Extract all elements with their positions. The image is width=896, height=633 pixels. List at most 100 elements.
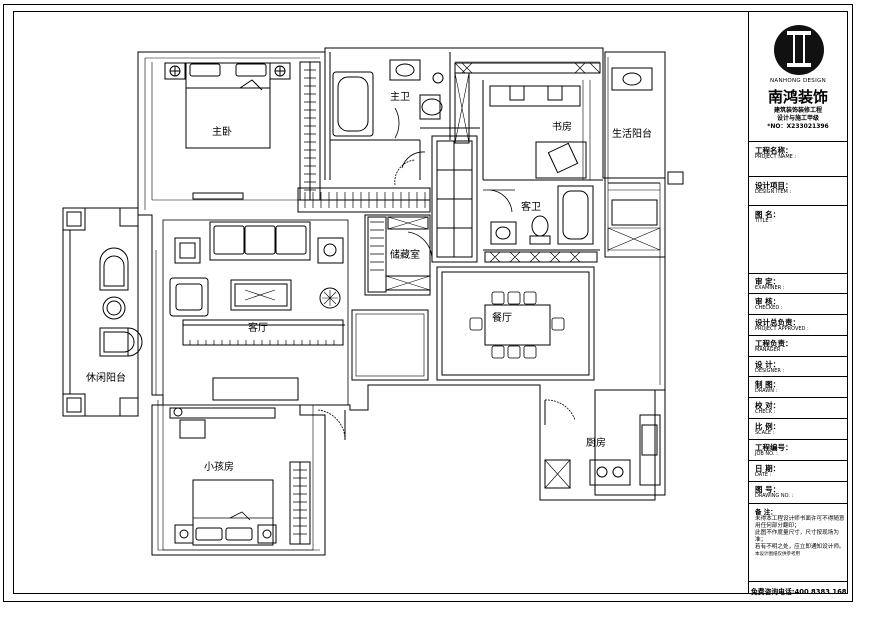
field-check-en: CHECK : <box>755 409 776 415</box>
outer-wall-inner-line <box>144 57 661 551</box>
guest-toilet <box>531 215 549 237</box>
tv-cabinet-master <box>192 192 244 200</box>
dining-chair <box>523 345 537 359</box>
study-desk <box>489 85 581 107</box>
living-sofa <box>209 221 311 261</box>
kids-room-wall <box>162 404 314 551</box>
armchair <box>547 142 579 174</box>
room-label-leisure-balcony: 休闲阳台 <box>86 371 126 384</box>
living-armchair <box>169 277 209 317</box>
study-cabinet <box>535 141 587 179</box>
washing-machine <box>611 199 658 226</box>
storage-room-wall <box>364 214 431 296</box>
service-balcony-wall <box>604 51 666 258</box>
study-chair <box>509 85 525 101</box>
room-label-dining-room: 餐厅 <box>492 311 512 324</box>
drawing-outer-border <box>3 4 853 602</box>
guest-bathtub <box>557 185 594 245</box>
dining-chair <box>491 291 505 305</box>
certificate-number: *NO：X233021396 <box>767 123 829 130</box>
field-examiner-en: EXAMINER : <box>755 285 785 291</box>
kitchen-wall <box>594 389 666 496</box>
field-job-no: 工程编号： <box>755 443 793 452</box>
sideboard <box>351 309 429 381</box>
brand-subtitle-1: 建筑装饰装修工程 <box>773 107 822 114</box>
field-job-no-en: JOB NO. : <box>755 451 778 457</box>
nightstand <box>164 62 186 80</box>
field-scale-en: SCALE : <box>755 430 775 436</box>
field-manager: 工程负责： <box>755 339 793 348</box>
kitchen-sink <box>641 424 658 456</box>
end-table <box>174 237 201 264</box>
field-project-name-en: PROJECT NAME : <box>755 154 797 160</box>
field-designer: 设 计： <box>755 360 781 369</box>
field-project-approved: 设计总负责： <box>755 318 800 327</box>
side-table <box>102 296 126 320</box>
room-label-service-balcony: 生活阳台 <box>612 127 652 140</box>
end-table <box>317 237 344 264</box>
lounge-chair <box>99 247 129 291</box>
fridge <box>544 459 571 489</box>
field-check: 校 对： <box>755 401 781 410</box>
master-toilet-tank <box>419 94 441 120</box>
notes-block: 备 注： 未得本工程设计师书面许可不得随意用任何部分翻印； 此图不作度量尺寸，尺… <box>755 509 845 558</box>
living-rug <box>182 319 344 346</box>
room-label-study: 书房 <box>552 120 572 133</box>
note-line: 若有不明之处，应立即通知设计师。 <box>755 544 845 550</box>
field-drawn-en: DRAWN : <box>755 388 778 394</box>
leisure-balcony-wall <box>62 207 139 417</box>
master-bed <box>185 62 271 149</box>
field-design-item: 设计项目： <box>755 181 793 190</box>
laundry-sink <box>611 67 653 91</box>
field-project-approved-en: PROJECT APPROVED : <box>755 326 809 332</box>
field-drawing-no-en: DRAWING NO. : <box>755 493 794 499</box>
dining-room-wall <box>436 266 595 381</box>
room-label-living-room: 客厅 <box>248 321 268 334</box>
kids-nightstand <box>257 524 277 544</box>
kitchen-counter <box>639 414 661 486</box>
tv-cabinet-living <box>212 377 299 401</box>
kids-bed <box>192 479 274 546</box>
spiral-plant <box>319 287 341 309</box>
master-bathtub <box>332 71 374 137</box>
field-date: 日 期： <box>755 464 781 473</box>
field-examiner: 审 定： <box>755 277 781 286</box>
field-designer-en: DESIGNER : <box>755 368 785 374</box>
dining-chair <box>551 317 565 331</box>
living-room-wall <box>162 219 349 406</box>
field-manager-en: MANAGER : <box>755 347 784 353</box>
company-logo-block: NANHONG DESIGN 南鸿装饰 建筑装饰装修工程 设计与施工甲级 *NO… <box>749 11 847 141</box>
brand-english-name: NANHONG DESIGN <box>770 78 826 84</box>
drawing-inner-border <box>13 11 848 594</box>
coffee-table <box>230 279 292 311</box>
room-label-master-bedroom: 主卧 <box>212 125 232 138</box>
guest-toilet-tank <box>529 235 551 245</box>
study-shelf <box>454 62 601 74</box>
room-label-storage: 储藏室 <box>390 248 420 261</box>
dining-table <box>484 304 551 346</box>
room-label-kids-room: 小孩房 <box>204 460 234 473</box>
room-label-kitchen: 厨房 <box>586 436 606 449</box>
dining-chair <box>469 317 483 331</box>
title-block: NANHONG DESIGN 南鸿装饰 建筑装饰装修工程 设计与施工甲级 *NO… <box>748 11 848 596</box>
field-design-item-en: DESIGN ITEM : <box>755 189 792 195</box>
dining-chair <box>491 345 505 359</box>
hotline: 免费咨询电话:400 8383 168 <box>751 588 847 596</box>
field-drawn: 制 图： <box>755 380 781 389</box>
note-line: 此图不作度量尺寸，尺寸按现场为准； <box>755 530 839 543</box>
kids-desk <box>169 407 276 419</box>
field-date-en: DATE : <box>755 472 772 478</box>
field-title: 图 名： <box>755 210 781 219</box>
stove <box>589 459 631 486</box>
note-line: 本设计图纸仅供参考用 <box>755 552 800 557</box>
outer-wall <box>137 47 666 556</box>
brand-subtitle-2: 设计与施工甲级 <box>776 115 819 122</box>
lounge-chair <box>99 327 143 357</box>
master-basin <box>389 59 421 81</box>
note-line: 未得本工程设计师书面许可不得随意用任何部分翻印； <box>755 516 845 529</box>
room-label-guest-bath: 客卫 <box>521 200 541 213</box>
dining-chair <box>507 291 521 305</box>
field-title-en: TITLE : <box>755 218 772 224</box>
study-chair <box>547 85 563 101</box>
notes-title: 备 注： <box>755 508 777 516</box>
